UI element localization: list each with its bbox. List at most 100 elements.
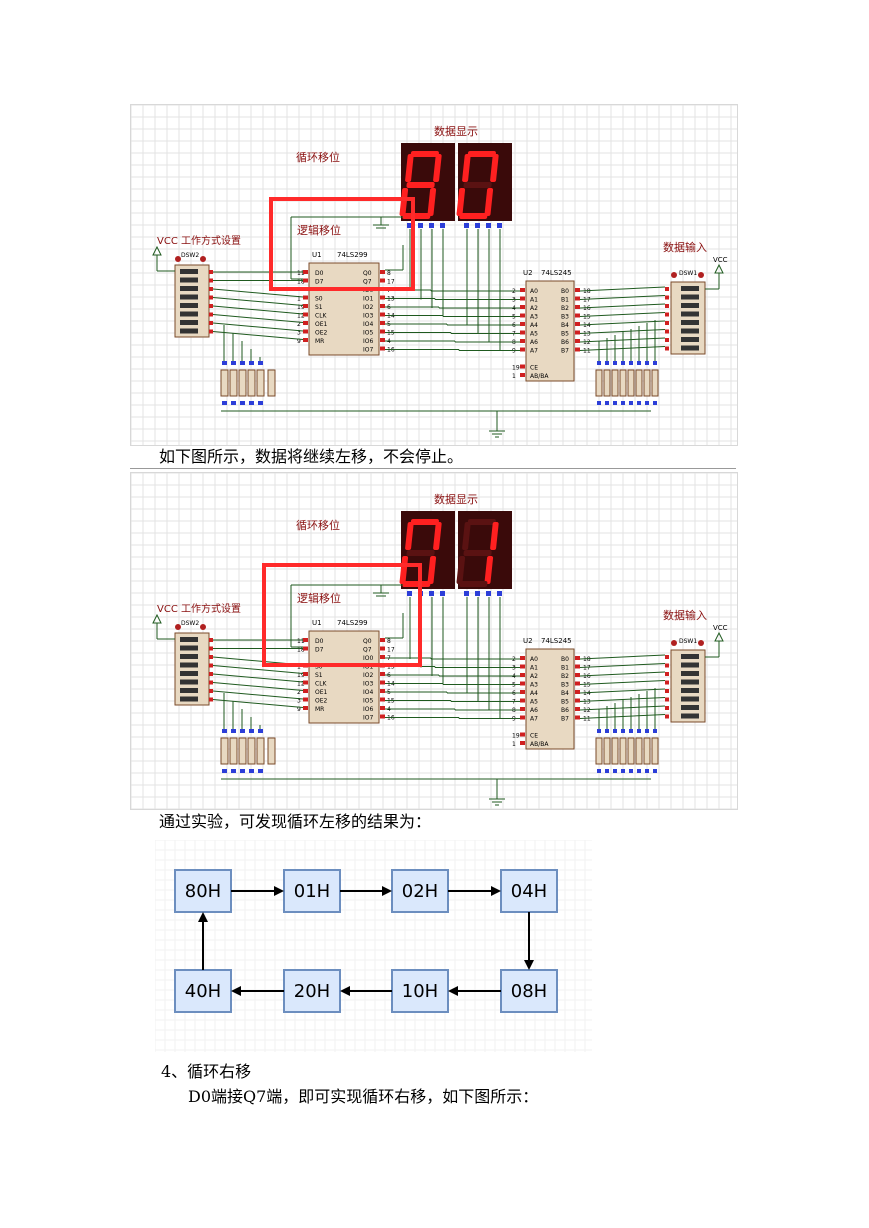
svg-text:15: 15: [583, 682, 591, 689]
svg-text:AB/BA: AB/BA: [530, 741, 549, 748]
title-loop: 循环移位: [296, 150, 340, 164]
bus-wires: [212, 216, 666, 438]
power-node-left-1: [175, 256, 181, 262]
svg-text:B7: B7: [561, 716, 569, 723]
flow-label-04H: 04H: [511, 881, 547, 902]
svg-text:74LS299: 74LS299: [337, 251, 368, 259]
svg-text:A6: A6: [530, 339, 538, 346]
power-node-right-2: [698, 640, 704, 646]
svg-text:A2: A2: [530, 673, 538, 680]
svg-text:DSW2: DSW2: [181, 620, 199, 627]
power-node-left-2: [200, 624, 206, 630]
svg-text:17: 17: [583, 665, 591, 672]
label-mode-setting: VCC 工作方式设置: [157, 234, 241, 247]
svg-text:DSW1: DSW1: [679, 270, 697, 277]
svg-text:B4: B4: [561, 322, 569, 329]
svg-text:B0: B0: [561, 288, 569, 295]
flow-box-04H: [500, 869, 558, 913]
flow-label-02H: 02H: [402, 881, 438, 902]
svg-text:S0: S0: [315, 296, 323, 303]
svg-text:B5: B5: [561, 331, 569, 338]
svg-text:B5: B5: [561, 699, 569, 706]
svg-text:AB/BA: AB/BA: [530, 373, 549, 380]
flow-label-01H: 01H: [294, 881, 330, 902]
dip-switch-left: DSW2: [174, 252, 213, 338]
svg-text:B2: B2: [561, 305, 569, 312]
svg-text:IO4: IO4: [363, 689, 373, 696]
svg-text:11: 11: [297, 638, 305, 645]
svg-text:B3: B3: [561, 682, 569, 689]
svg-text:13: 13: [583, 331, 591, 338]
svg-text:B1: B1: [561, 665, 569, 672]
svg-text:11: 11: [297, 270, 305, 277]
flow-label-80H: 80H: [185, 881, 221, 902]
power-node-left-1: [175, 624, 181, 630]
svg-text:D0: D0: [315, 638, 324, 645]
svg-text:1: 1: [297, 296, 301, 303]
label-mode-setting: VCC 工作方式设置: [157, 602, 241, 615]
svg-text:IO3: IO3: [363, 313, 373, 320]
svg-text:12: 12: [583, 707, 591, 714]
svg-text:18: 18: [297, 647, 305, 654]
svg-text:Q0: Q0: [363, 270, 372, 277]
svg-text:A3: A3: [530, 314, 538, 321]
chip-u2: U274LS245A02A13A24A35A46A57A68A79CE19AB/…: [512, 637, 591, 750]
svg-text:12: 12: [297, 681, 305, 688]
flow-box-80H: [174, 869, 232, 913]
flow-box-01H: [283, 869, 341, 913]
svg-text:IO6: IO6: [363, 338, 373, 345]
flow-label-20H: 20H: [294, 981, 330, 1002]
svg-text:A4: A4: [530, 322, 538, 329]
svg-text:12: 12: [583, 339, 591, 346]
flow-label-08H: 08H: [511, 981, 547, 1002]
svg-text:14: 14: [583, 690, 591, 697]
highlight-box: [269, 197, 415, 291]
svg-text:A1: A1: [530, 297, 538, 304]
svg-text:18: 18: [583, 656, 591, 663]
svg-text:CLK: CLK: [315, 681, 328, 688]
svg-text:3: 3: [297, 330, 301, 337]
flow-box-08H: [500, 969, 558, 1013]
power-node-right-1: [671, 272, 677, 278]
svg-text:2: 2: [297, 689, 301, 696]
svg-text:IO7: IO7: [363, 715, 373, 722]
svg-text:OE2: OE2: [315, 698, 328, 705]
power-node-left-2: [200, 256, 206, 262]
svg-text:IO1: IO1: [363, 296, 373, 303]
label-data-input: 数据输入: [663, 240, 707, 254]
svg-text:DSW2: DSW2: [181, 252, 199, 259]
svg-text:A7: A7: [530, 716, 538, 723]
seven-seg-digit-2: [456, 143, 512, 228]
vcc-right-label: VCC: [713, 256, 728, 264]
svg-text:B7: B7: [561, 348, 569, 355]
svg-text:U2: U2: [523, 637, 533, 645]
svg-text:IO0: IO0: [363, 655, 373, 662]
svg-text:IO3: IO3: [363, 681, 373, 688]
svg-text:17: 17: [583, 297, 591, 304]
svg-text:D0: D0: [315, 270, 324, 277]
svg-text:S1: S1: [315, 304, 323, 311]
svg-text:1: 1: [512, 741, 516, 748]
svg-text:Q7: Q7: [363, 279, 372, 286]
svg-text:OE2: OE2: [315, 330, 328, 337]
svg-text:8: 8: [387, 638, 391, 645]
caption-2: 通过实验，可发现循环左移的结果为：: [159, 812, 432, 831]
svg-text:U1: U1: [312, 251, 322, 259]
svg-text:17: 17: [387, 279, 395, 286]
title-loop: 循环移位: [296, 518, 340, 532]
svg-text:B2: B2: [561, 673, 569, 680]
svg-text:19: 19: [297, 672, 305, 679]
svg-text:A7: A7: [530, 348, 538, 355]
svg-text:A3: A3: [530, 682, 538, 689]
title-display: 数据显示: [434, 492, 478, 506]
svg-text:19: 19: [512, 365, 520, 372]
svg-text:18: 18: [583, 288, 591, 295]
svg-text:IO2: IO2: [363, 672, 373, 679]
dip-switch-left: DSW2: [174, 620, 213, 706]
flow-box-20H: [283, 969, 341, 1013]
svg-text:8: 8: [387, 270, 391, 277]
